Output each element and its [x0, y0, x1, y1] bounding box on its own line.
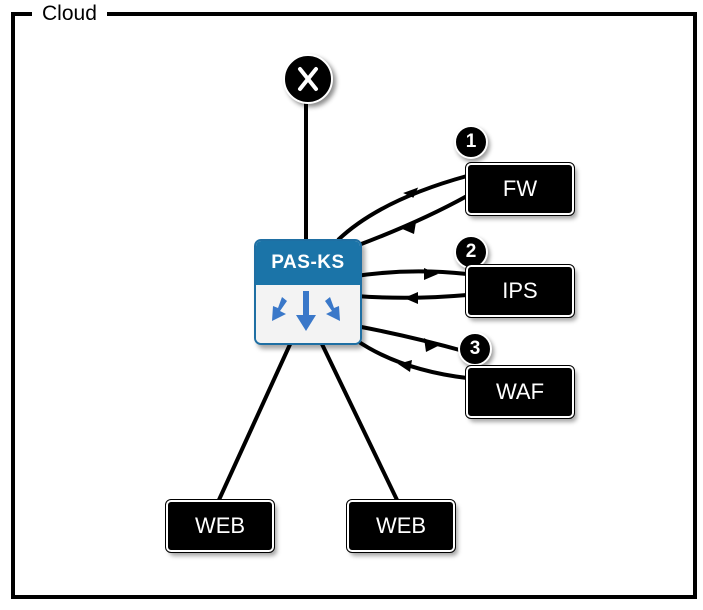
step-badge-1: 1	[454, 125, 488, 159]
waf-out-path	[355, 324, 468, 354]
waf-out-arrow	[424, 338, 438, 352]
fw-in-arrow	[400, 222, 416, 234]
fw-in-path	[355, 194, 468, 248]
web-server-1: WEB	[165, 499, 275, 553]
web1-link-line	[216, 339, 294, 503]
ips-in-arrow	[404, 292, 418, 304]
internet-node	[283, 54, 333, 104]
gateway-title: PAS-KS	[256, 241, 360, 285]
step-badge-3: 3	[458, 332, 492, 366]
gateway-icon-area	[256, 285, 360, 343]
waf-node: WAF	[465, 365, 575, 419]
cloud-label: Cloud	[32, 1, 107, 27]
step-badge-2: 2	[454, 235, 488, 269]
load-balancer-arrows-icon	[272, 291, 340, 331]
fw-out-path	[336, 174, 468, 242]
pas-ks-gateway: PAS-KS	[254, 239, 362, 345]
cloud-boundary	[11, 12, 697, 599]
web2-link-line	[318, 339, 400, 503]
fw-out-arrow	[403, 187, 419, 198]
web-server-2: WEB	[346, 499, 456, 553]
waf-in-arrow	[398, 360, 412, 372]
ips-node: IPS	[465, 264, 575, 318]
x-icon	[298, 67, 318, 91]
ips-out-arrow	[424, 268, 438, 280]
ips-out-path	[355, 269, 468, 278]
fw-node: FW	[465, 162, 575, 216]
